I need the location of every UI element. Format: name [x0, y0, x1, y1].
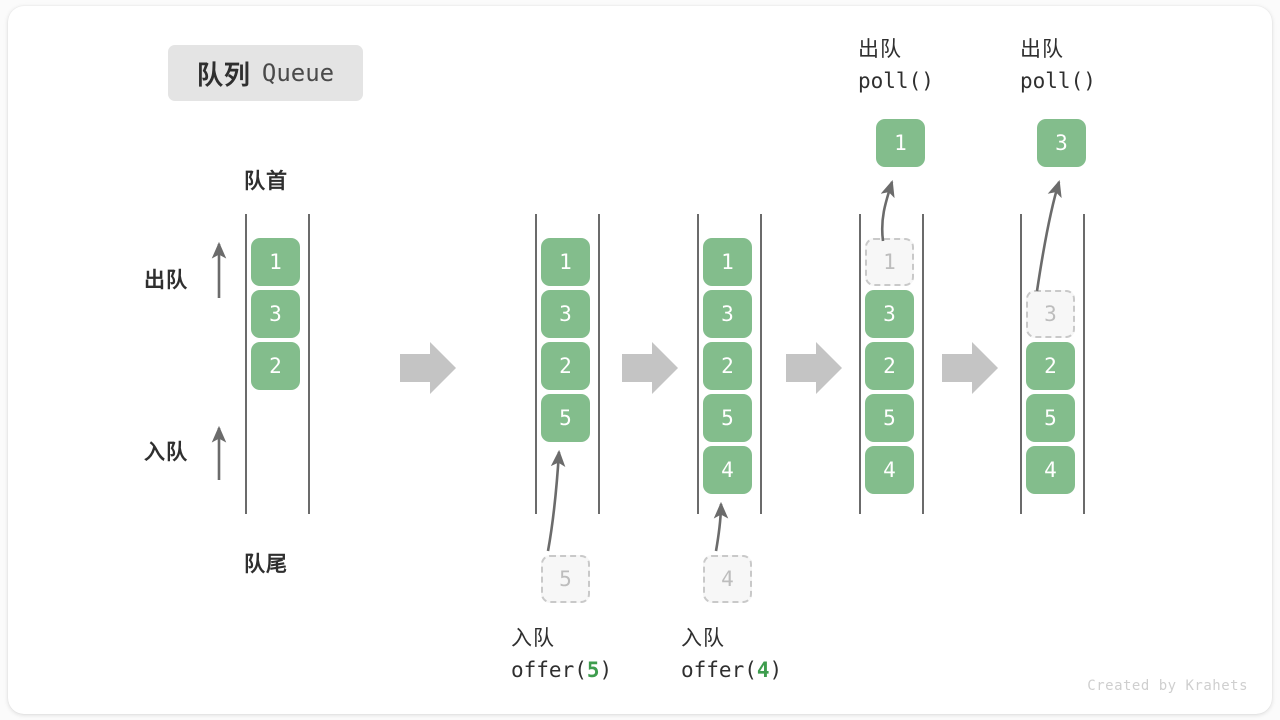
queue-cell[interactable]: 1: [541, 238, 590, 286]
queue-cell[interactable]: 2: [541, 342, 590, 390]
offer-5-close: ): [599, 657, 613, 682]
queue-rail: [598, 214, 600, 514]
queue-cell[interactable]: 4: [1026, 446, 1075, 494]
queue-cell-incoming: 5: [541, 555, 590, 603]
queue-tail-label: 队尾: [244, 552, 288, 576]
queue-cell-removed: 1: [865, 238, 914, 286]
enqueue-direction-label: 入队: [144, 440, 188, 464]
queue-cell-incoming: 4: [703, 555, 752, 603]
offer-4-caption: 入队 offer(4): [681, 623, 782, 687]
poll-1-arrow: [880, 180, 895, 242]
queue-cell[interactable]: 4: [865, 446, 914, 494]
queue-rail: [760, 214, 762, 514]
queue-rail: [859, 214, 861, 514]
queue-cell[interactable]: 3: [865, 290, 914, 338]
queue-cell[interactable]: 4: [703, 446, 752, 494]
offer-5-arg: 5: [586, 657, 600, 682]
queue-cell[interactable]: 5: [541, 394, 590, 442]
poll-1-caption-line1: 出队: [858, 37, 902, 61]
offer-5-fn: offer(: [511, 657, 587, 682]
step-arrow-2[interactable]: [622, 342, 678, 394]
queue-cell[interactable]: 5: [703, 394, 752, 442]
offer-4-caption-line1: 入队: [681, 626, 725, 650]
offer-5-caption: 入队 offer(5): [511, 623, 612, 687]
queue-rail: [1083, 214, 1085, 514]
queue-rail: [1020, 214, 1022, 514]
poll-3-caption-line2: poll(): [1020, 68, 1096, 93]
offer-5-caption-line1: 入队: [511, 626, 555, 650]
poll-1-caption-line2: poll(): [858, 68, 934, 93]
offer-5-arrow: [546, 449, 566, 552]
queue-cell[interactable]: 2: [703, 342, 752, 390]
diagram-title-badge: 队列 Queue: [168, 45, 363, 101]
queue-cell[interactable]: 5: [865, 394, 914, 442]
offer-5-caption-line2: offer(5): [511, 655, 612, 687]
poll-3-caption: 出队 poll(): [1020, 34, 1096, 98]
step-arrow-1[interactable]: [400, 342, 456, 394]
poll-3-arrow: [1035, 180, 1062, 292]
queue-cell[interactable]: 5: [1026, 394, 1075, 442]
offer-4-caption-line2: offer(4): [681, 655, 782, 687]
offer-4-fn: offer(: [681, 657, 757, 682]
watermark: Created by Krahets: [1087, 678, 1248, 694]
queue-cell[interactable]: 3: [251, 290, 300, 338]
dequeue-direction-label: 出队: [144, 268, 188, 292]
offer-4-arg: 4: [756, 657, 770, 682]
queue-cell[interactable]: 3: [541, 290, 590, 338]
queue-cell-polled[interactable]: 3: [1037, 119, 1086, 167]
offer-4-arrow: [713, 501, 729, 552]
arrows-overlay: [211, 180, 1062, 552]
queue-head-label: 队首: [244, 169, 288, 193]
queue-rail: [535, 214, 537, 514]
queue-cell[interactable]: 2: [865, 342, 914, 390]
queue-cell[interactable]: 1: [251, 238, 300, 286]
queue-cell[interactable]: 3: [703, 290, 752, 338]
queue-rail: [697, 214, 699, 514]
queue-cell[interactable]: 1: [703, 238, 752, 286]
queue-cell[interactable]: 2: [1026, 342, 1075, 390]
step-arrow-3[interactable]: [786, 342, 842, 394]
queue-rail: [922, 214, 924, 514]
title-chinese: 队列: [196, 60, 251, 91]
offer-4-close: ): [769, 657, 783, 682]
step-arrow-4[interactable]: [942, 342, 998, 394]
queue-rail: [308, 214, 310, 514]
poll-3-caption-line1: 出队: [1020, 37, 1064, 61]
queue-cell[interactable]: 2: [251, 342, 300, 390]
queue-rail: [245, 214, 247, 514]
title-english: Queue: [261, 59, 335, 87]
poll-1-caption: 出队 poll(): [858, 34, 934, 98]
queue-cell-removed: 3: [1026, 290, 1075, 338]
queue-cell-polled[interactable]: 1: [876, 119, 925, 167]
